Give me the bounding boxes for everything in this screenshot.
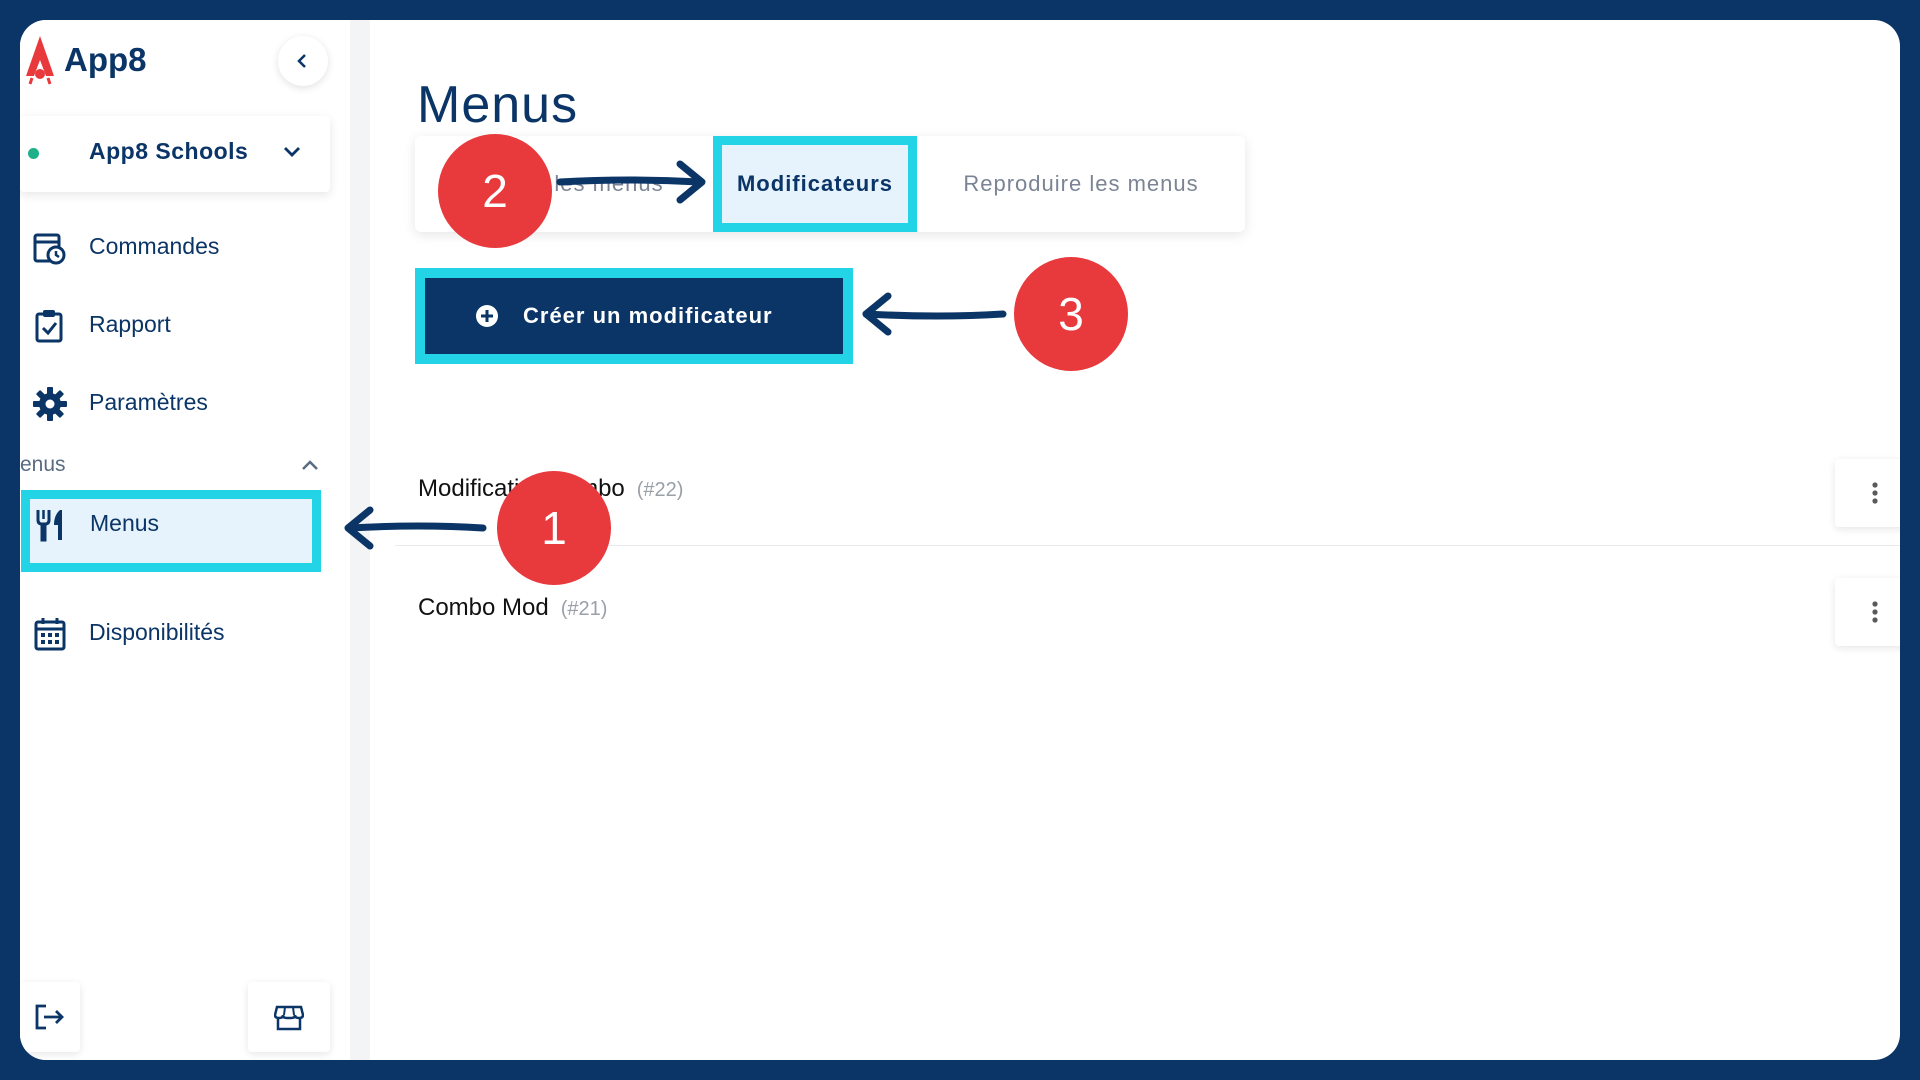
create-modifier-button[interactable]: Créer un modificateur (415, 268, 853, 364)
table-row[interactable]: Modification combo(#22) (395, 435, 1900, 546)
sidebar-item-rapport[interactable]: Rapport (20, 296, 320, 356)
app-logo: App8 (22, 34, 147, 86)
app-window: App8 App8 Schools Commandes (20, 20, 1900, 1060)
collapse-sidebar-button[interactable] (278, 36, 328, 86)
chevron-left-icon (297, 54, 306, 68)
store-icon (274, 1005, 304, 1031)
section-label-menus: enus (20, 453, 66, 476)
table-row[interactable]: Combo Mod (#21) (395, 554, 1900, 664)
sidebar-item-label: Disponibilités (89, 619, 225, 645)
sidebar-item-menus-content: Menus (21, 495, 321, 555)
status-dot (28, 148, 39, 159)
store-button[interactable] (248, 982, 330, 1052)
create-modifier-label: Créer un modificateur (523, 303, 773, 328)
rocket-logo-icon (26, 36, 54, 85)
modifier-name: Combo Mod (418, 594, 549, 621)
school-selector[interactable]: App8 Schools (20, 116, 330, 192)
kebab-menu-icon (1872, 601, 1878, 623)
calendar-clock-icon (33, 233, 66, 265)
sidebar-item-label: Rapport (89, 311, 171, 337)
more-options-button[interactable] (1835, 578, 1900, 646)
tab-label: les menus (554, 171, 664, 196)
annotation-number: 3 (1058, 288, 1084, 340)
sidebar-item-label: Commandes (89, 233, 220, 259)
school-name: App8 Schools (89, 138, 249, 164)
sidebar-item-menus[interactable]: Menus (21, 490, 321, 572)
sidebar-item-commandes[interactable]: Commandes (20, 218, 320, 278)
annotation-number: 2 (482, 165, 508, 217)
app-name: App8 (64, 41, 147, 78)
annotation-badge-3: 3 (1014, 257, 1128, 371)
kebab-menu-icon (1872, 482, 1878, 504)
more-options-button[interactable] (1835, 459, 1900, 527)
plus-circle-icon (476, 305, 498, 327)
clipboard-check-icon (35, 310, 63, 343)
sidebar-item-label: Menus (90, 510, 160, 536)
annotation-badge-1: 1 (497, 471, 611, 585)
tab-modificateurs[interactable]: Modificateurs (713, 136, 917, 232)
calendar-grid-icon (34, 618, 66, 651)
page-title: Menus (417, 75, 579, 134)
utensils-icon (36, 510, 62, 542)
modifier-name-wrap: Combo Mod (#21) (418, 594, 607, 622)
annotation-badge-2: 2 (438, 134, 552, 248)
modifier-id: (#21) (560, 598, 608, 620)
sidebar-item-parametres[interactable]: Paramètres (20, 374, 320, 434)
create-modifier-button-inner: Créer un modificateur (425, 278, 843, 354)
annotation-number: 1 (541, 502, 567, 554)
tab-label: Modificateurs (736, 171, 894, 196)
sidebar-item-label: Paramètres (89, 389, 208, 415)
chevron-down-icon (284, 147, 300, 157)
tab-label: Reproduire les menus (963, 171, 1199, 196)
chevron-up-icon[interactable] (300, 456, 320, 474)
gear-icon (33, 387, 67, 421)
modifier-id: (#22) (636, 479, 684, 501)
logout-button[interactable] (20, 982, 80, 1052)
tab-reproduire-menus[interactable]: Reproduire les menus (917, 136, 1245, 232)
logout-icon (35, 1004, 64, 1030)
sidebar-item-disponibilites[interactable]: Disponibilités (20, 604, 320, 664)
sidebar: App8 App8 Schools Commandes (20, 20, 370, 1060)
